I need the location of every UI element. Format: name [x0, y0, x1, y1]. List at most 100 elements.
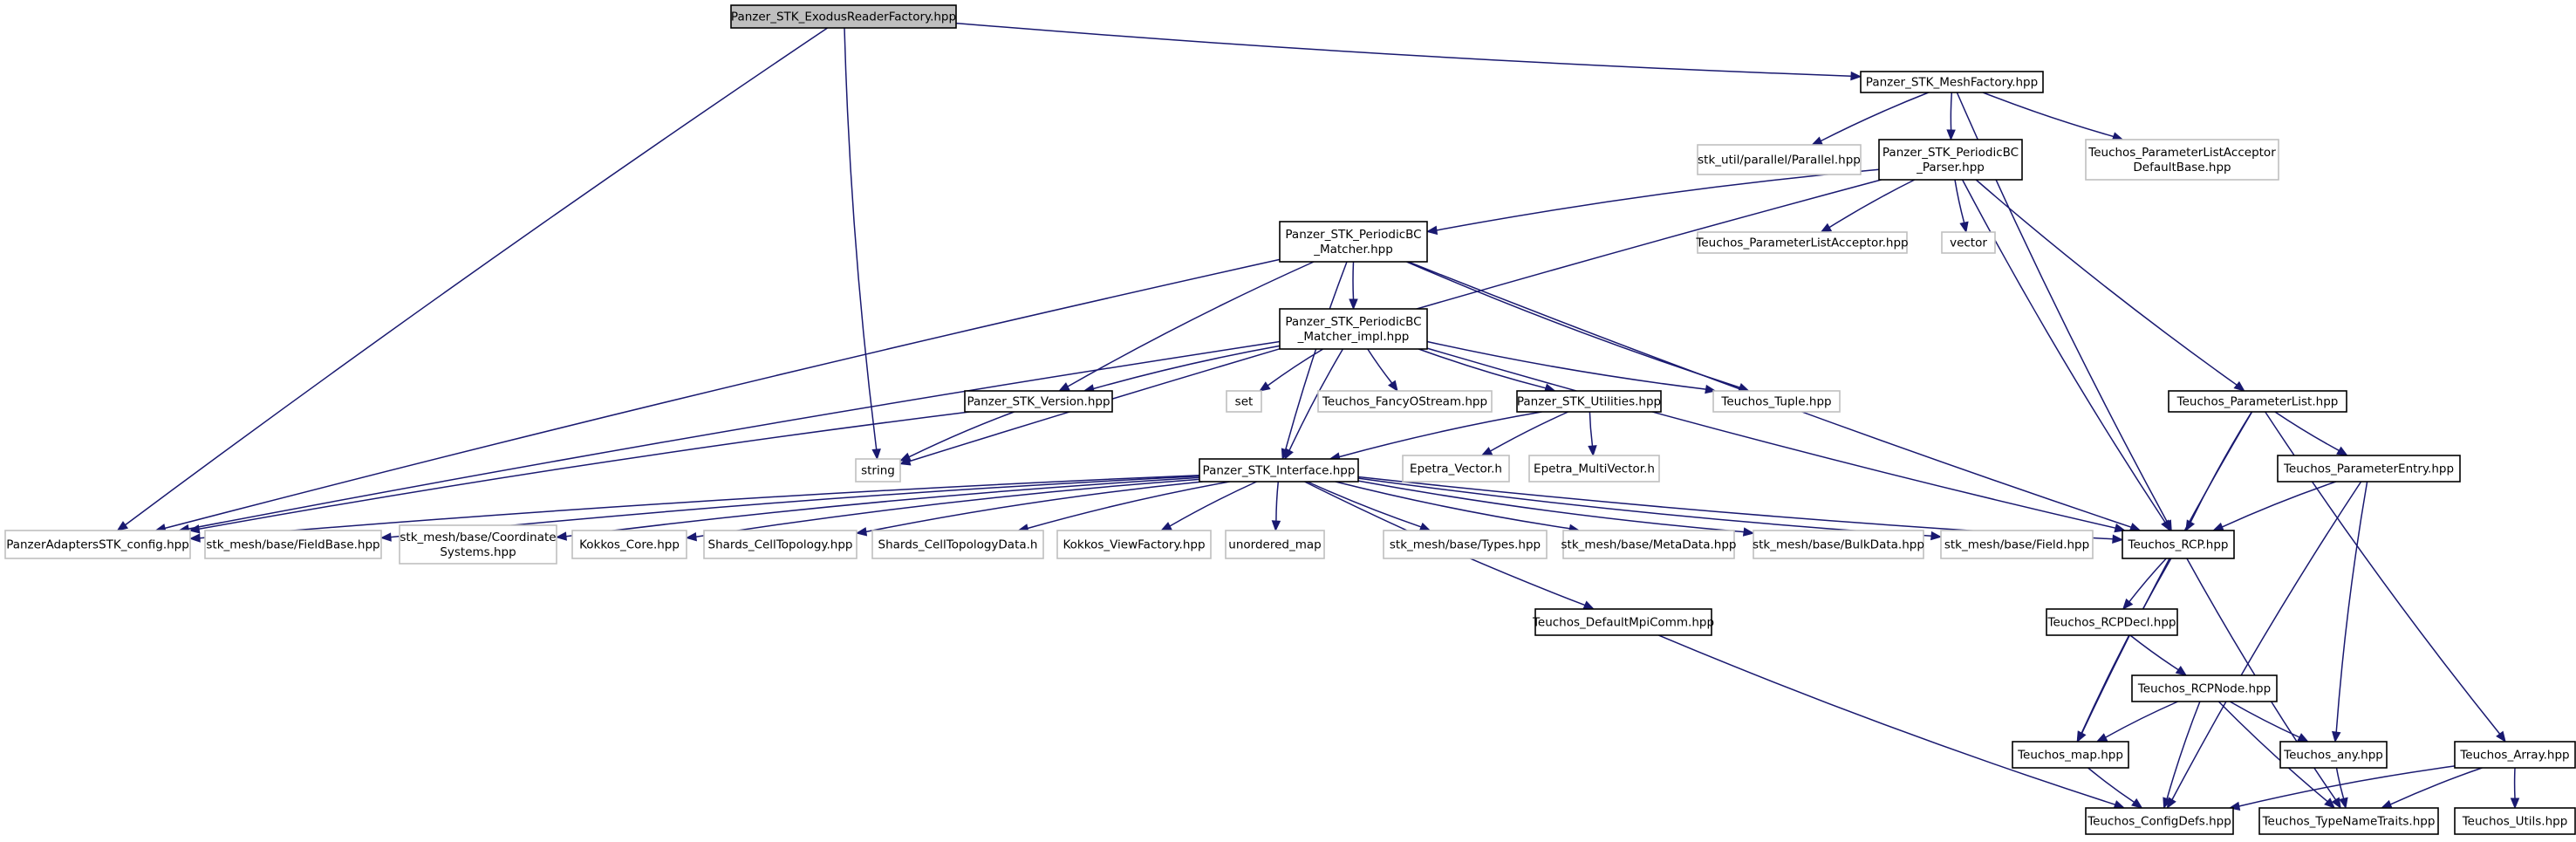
node-label: Teuchos_ParameterEntry.hpp — [2283, 462, 2454, 476]
edge-interface-to-shardstopo — [855, 481, 1203, 537]
edge-array-to-typenametraits — [2380, 767, 2483, 809]
node-label: Teuchos_Array.hpp — [2459, 749, 2569, 763]
node-array[interactable]: Teuchos_Array.hpp — [2454, 741, 2576, 769]
node-label: Teuchos_ParameterListAcceptor — [2087, 146, 2276, 160]
node-label: Teuchos_any.hpp — [2283, 749, 2383, 763]
edge-bcparser-to-placc — [1820, 179, 1916, 233]
node-any[interactable]: Teuchos_any.hpp — [2279, 741, 2388, 769]
node-label: _Matcher.hpp — [1313, 243, 1393, 257]
nodes-layer: Panzer_STK_ExodusReaderFactory.hppPanzer… — [4, 4, 2576, 835]
node-box — [1199, 458, 1359, 483]
node-label: Shards_CellTopologyData.h — [878, 538, 1038, 552]
node-label: stk_mesh/base/Field.hpp — [1944, 538, 2089, 552]
node-box — [2454, 741, 2576, 769]
node-configdefs[interactable]: Teuchos_ConfigDefs.hpp — [2085, 807, 2234, 835]
edge-version-to-config — [188, 411, 970, 534]
node-box — [1697, 144, 1862, 175]
node-label: Teuchos_map.hpp — [2017, 749, 2123, 763]
node-box — [1860, 71, 2044, 93]
node-box — [1878, 139, 2023, 181]
node-bcparser[interactable]: Panzer_STK_PeriodicBC_Parser.hpp — [1878, 139, 2023, 181]
edge-utilities-to-epmulti — [1588, 411, 1597, 457]
edge-bcimpl-to-tuple — [1426, 340, 1717, 394]
node-paramlist[interactable]: Teuchos_ParameterList.hpp — [2168, 390, 2347, 413]
node-box — [2012, 741, 2129, 769]
node-label: stk_mesh/base/Coordinate — [400, 531, 556, 544]
node-paramentry[interactable]: Teuchos_ParameterEntry.hpp — [2277, 455, 2461, 483]
edge-rcpdecl-to-rcpnode — [2129, 634, 2188, 676]
node-label: Panzer_STK_ExodusReaderFactory.hpp — [731, 10, 956, 24]
node-label: Panzer_STK_Utilities.hpp — [1517, 395, 1661, 409]
node-epvector: Epetra_Vector.h — [1402, 455, 1510, 483]
edge-bcparser-to-paramlist — [1975, 179, 2245, 392]
node-label: Panzer_STK_Interface.hpp — [1203, 464, 1356, 478]
node-box — [1226, 390, 1262, 413]
edge-rcp-to-map — [2076, 558, 2172, 743]
node-label: Teuchos_Utils.hpp — [2462, 815, 2568, 829]
edge-mpicomm-to-configdefs — [1658, 634, 2126, 809]
node-box — [1279, 308, 1428, 350]
edge-bcmatcher-to-interface — [1281, 261, 1348, 461]
node-box — [4, 530, 191, 559]
node-label: Systems.hpp — [440, 545, 516, 559]
node-exodus[interactable]: Panzer_STK_ExodusReaderFactory.hpp — [730, 4, 957, 29]
node-map[interactable]: Teuchos_map.hpp — [2012, 741, 2129, 769]
node-meshfactory[interactable]: Panzer_STK_MeshFactory.hpp — [1860, 71, 2044, 93]
node-box — [855, 458, 901, 483]
node-label: DefaultBase.hpp — [2133, 161, 2231, 175]
node-mpicomm[interactable]: Teuchos_DefaultMpiComm.hpp — [1532, 608, 1714, 636]
node-label: unordered_map — [1228, 538, 1321, 552]
node-tuple: Teuchos_Tuple.hpp — [1712, 390, 1841, 413]
edge-bcimpl-to-set — [1258, 348, 1324, 392]
edge-interface-to-shardsdata — [1017, 481, 1230, 533]
node-utilities[interactable]: Panzer_STK_Utilities.hpp — [1516, 390, 1662, 413]
node-box — [1534, 608, 1712, 636]
node-fancy: Teuchos_FancyOStream.hpp — [1317, 390, 1493, 413]
edge-utilities-to-interface — [1329, 411, 1542, 462]
edge-any-to-typenametraits — [2335, 767, 2348, 810]
edge-utilities-to-epvector — [1480, 411, 1569, 456]
node-label: stk_mesh/base/Types.hpp — [1390, 538, 1541, 552]
edge-meshfactory-to-parallel — [1811, 92, 1930, 146]
edge-bcimpl-to-version — [1083, 345, 1281, 394]
edge-bcimpl-to-utilities — [1418, 348, 1556, 393]
node-placc: Teuchos_ParameterListAcceptor.hpp — [1695, 231, 1909, 254]
node-version[interactable]: Panzer_STK_Version.hpp — [964, 390, 1113, 413]
node-box — [204, 530, 382, 559]
edge-bcparser-to-vector — [1954, 179, 1969, 234]
node-vector: vector — [1941, 231, 1996, 254]
node-label: _Matcher_impl.hpp — [1297, 330, 1410, 344]
edge-interface-to-config — [188, 474, 1200, 543]
node-box — [1697, 231, 1908, 254]
node-label: Panzer_STK_PeriodicBC — [1285, 315, 1421, 329]
node-fieldbase: stk_mesh/base/FieldBase.hpp — [204, 530, 382, 559]
node-label: Teuchos_FancyOStream.hpp — [1322, 395, 1487, 409]
node-rcpnode[interactable]: Teuchos_RCPNode.hpp — [2131, 674, 2278, 702]
node-label: Kokkos_ViewFactory.hpp — [1063, 538, 1205, 552]
node-utils[interactable]: Teuchos_Utils.hpp — [2454, 807, 2576, 835]
node-interface[interactable]: Panzer_STK_Interface.hpp — [1199, 458, 1359, 483]
node-box — [2454, 807, 2576, 835]
node-rcp[interactable]: Teuchos_RCP.hpp — [2122, 530, 2235, 559]
node-bcimpl[interactable]: Panzer_STK_PeriodicBC_Matcher_impl.hpp — [1279, 308, 1428, 350]
node-label: _Parser.hpp — [1916, 161, 1985, 175]
edge-bcparser-to-rcp — [1961, 179, 2171, 532]
edge-rcpnode-to-any — [2229, 701, 2309, 743]
node-config: PanzerAdaptersSTK_config.hpp — [4, 530, 191, 559]
node-string: string — [855, 458, 901, 483]
node-rcpdecl[interactable]: Teuchos_RCPDecl.hpp — [2046, 608, 2178, 636]
node-bulkdata: stk_mesh/base/BulkData.hpp — [1753, 530, 1924, 559]
node-box — [1528, 455, 1660, 483]
node-bcmatcher[interactable]: Panzer_STK_PeriodicBC_Matcher.hpp — [1279, 221, 1428, 263]
node-field: stk_mesh/base/Field.hpp — [1940, 530, 2094, 559]
node-types: stk_mesh/base/Types.hpp — [1383, 530, 1548, 559]
node-label: Teuchos_RCPDecl.hpp — [2047, 616, 2176, 630]
edge-interface-to-umap — [1271, 481, 1281, 532]
node-umap: unordered_map — [1225, 530, 1325, 559]
edge-rcp-to-rcpdecl — [2122, 558, 2167, 610]
node-typenametraits[interactable]: Teuchos_TypeNameTraits.hpp — [2258, 807, 2439, 835]
edge-meshfactory-to-bcparser — [1946, 92, 1956, 141]
node-label: Teuchos_DefaultMpiComm.hpp — [1532, 616, 1714, 630]
edges-layer — [116, 22, 2520, 811]
edge-exodus-to-string — [844, 27, 881, 461]
